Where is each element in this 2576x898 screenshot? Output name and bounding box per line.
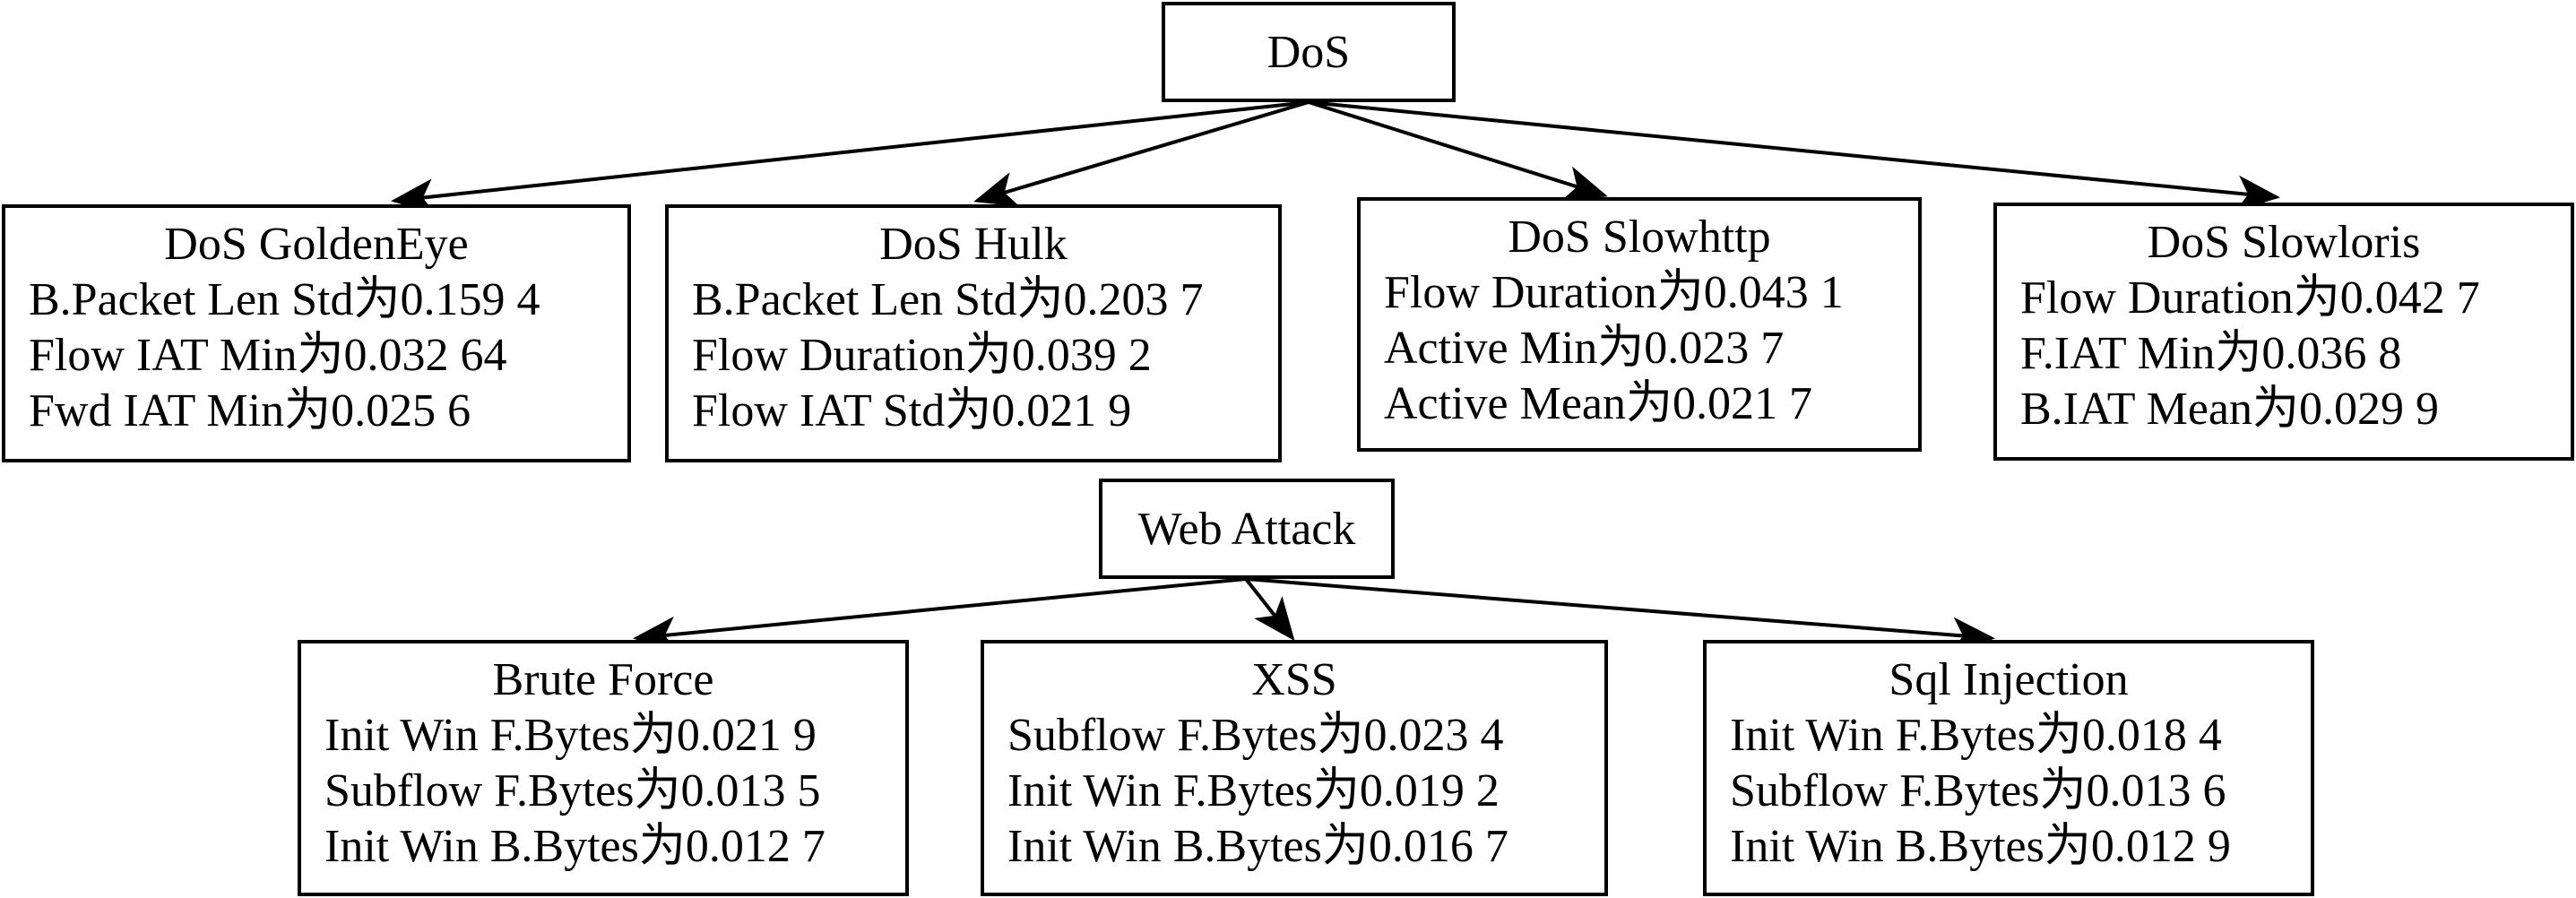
web-brute-force-node: Brute Force Init Win F.Bytes为0.021 9 Sub… — [298, 640, 909, 896]
edge-web-to-brute-force — [633, 577, 1247, 652]
web-sql-injection-title: Sql Injection — [1889, 654, 2129, 705]
edge-web-to-xss — [1244, 577, 1295, 642]
edge-dos-to-hulk — [973, 100, 1310, 207]
dos-slowloris-feature-2: F.IAT Min为0.036 8 — [2020, 328, 2402, 379]
web-sql-injection-feature-1: Init Win F.Bytes为0.018 4 — [1730, 710, 2222, 761]
edge-dos-to-slowloris — [1308, 100, 2280, 212]
web-brute-force-title: Brute Force — [492, 654, 714, 705]
dos-hulk-feature-1: B.Packet Len Std为0.203 7 — [692, 274, 1204, 325]
web-sql-injection-feature-2: Subflow F.Bytes为0.013 6 — [1730, 765, 2226, 816]
dos-slowhttp-feature-2: Active Min为0.023 7 — [1384, 323, 1785, 374]
dos-slowhttp-feature-3: Active Mean为0.021 7 — [1384, 378, 1813, 429]
web-brute-force-feature-1: Init Win F.Bytes为0.021 9 — [324, 710, 817, 761]
web-brute-force-feature-3: Init Win B.Bytes为0.012 7 — [324, 821, 826, 872]
web-xss-feature-3: Init Win B.Bytes为0.016 7 — [1007, 821, 1508, 872]
dos-root-node: DoS — [1162, 2, 1456, 102]
dos-hulk-feature-2: Flow Duration为0.039 2 — [692, 330, 1152, 381]
web-xss-node: XSS Subflow F.Bytes为0.023 4 Init Win F.B… — [981, 640, 1608, 896]
web-brute-force-feature-2: Subflow F.Bytes为0.013 5 — [324, 765, 821, 816]
web-attack-root-title: Web Attack — [1137, 503, 1356, 555]
web-attack-root-node: Web Attack — [1099, 479, 1395, 579]
web-xss-feature-2: Init Win F.Bytes为0.019 2 — [1007, 765, 1500, 816]
dos-root-title: DoS — [1266, 26, 1351, 78]
dos-hulk-feature-3: Flow IAT Std为0.021 9 — [692, 385, 1132, 436]
edge-web-to-sql-injection — [1245, 577, 1995, 653]
dos-goldeneye-title: DoS GoldenEye — [164, 219, 469, 270]
dos-slowloris-feature-3: B.IAT Mean为0.029 9 — [2020, 384, 2440, 435]
web-xss-title: XSS — [1251, 654, 1337, 705]
web-xss-feature-1: Subflow F.Bytes为0.023 4 — [1007, 710, 1504, 761]
dos-slowhttp-node: DoS Slowhttp Flow Duration为0.043 1 Activ… — [1357, 197, 1922, 452]
edge-dos-to-slowhttp — [1308, 100, 1608, 201]
dos-goldeneye-feature-3: Fwd IAT Min为0.025 6 — [29, 385, 471, 436]
dos-goldeneye-feature-1: B.Packet Len Std为0.159 4 — [29, 274, 540, 325]
web-sql-injection-node: Sql Injection Init Win F.Bytes为0.018 4 S… — [1703, 640, 2314, 896]
dos-hulk-title: DoS Hulk — [879, 219, 1068, 270]
edge-dos-to-goldeneye — [391, 100, 1310, 215]
dos-slowhttp-feature-1: Flow Duration为0.043 1 — [1384, 267, 1844, 318]
dos-hulk-node: DoS Hulk B.Packet Len Std为0.203 7 Flow D… — [665, 204, 1282, 462]
dos-slowhttp-title: DoS Slowhttp — [1508, 212, 1771, 263]
dos-goldeneye-node: DoS GoldenEye B.Packet Len Std为0.159 4 F… — [2, 204, 631, 462]
dos-slowloris-feature-1: Flow Duration为0.042 7 — [2020, 272, 2480, 324]
web-sql-injection-feature-3: Init Win B.Bytes为0.012 9 — [1730, 821, 2231, 872]
dos-slowloris-node: DoS Slowloris Flow Duration为0.042 7 F.IA… — [1993, 203, 2574, 461]
dos-slowloris-title: DoS Slowloris — [2147, 217, 2421, 268]
dos-goldeneye-feature-2: Flow IAT Min为0.032 64 — [29, 330, 507, 381]
